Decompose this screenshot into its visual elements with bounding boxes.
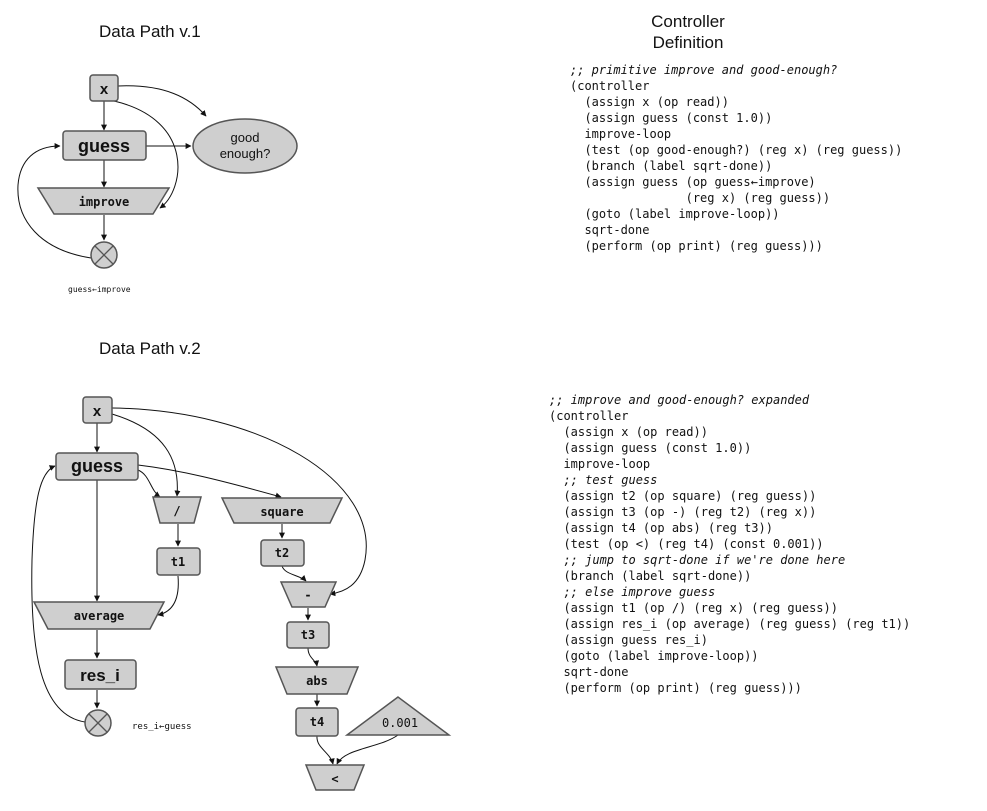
v1-x-label: x xyxy=(100,81,109,98)
code-line: sqrt-done xyxy=(549,665,629,679)
edge2-const-lt xyxy=(336,734,399,765)
code-line: (assign guess (op guess←improve) xyxy=(570,175,816,189)
code-line: (assign guess (const 1.0)) xyxy=(549,441,752,455)
v2-t4-label: t4 xyxy=(310,715,324,729)
v2-minus-operation xyxy=(279,581,338,608)
edge-assign-guess xyxy=(17,143,92,259)
code-comment-line: ;; jump to sqrt-done if we're done here xyxy=(549,553,846,567)
v2-resi-register xyxy=(64,659,137,690)
v2-divide-label: / xyxy=(173,504,180,518)
v2-t1-register xyxy=(156,547,201,576)
code-line: (reg x) (reg guess)) xyxy=(570,191,831,205)
edge2-guess-square xyxy=(137,464,282,499)
v2-average-label: average xyxy=(74,609,125,623)
code-line: (assign t2 (op square) (reg guess)) xyxy=(549,489,817,503)
v1-assign-button-icon xyxy=(90,241,118,269)
v2-abs-label: abs xyxy=(306,674,328,688)
code-line: (assign x (op read)) xyxy=(570,95,729,109)
code-line: sqrt-done xyxy=(570,223,650,237)
v1-good-enough-test xyxy=(192,118,298,174)
v2-lt-test xyxy=(304,764,366,791)
v2-title: Data Path v.2 xyxy=(99,339,201,358)
v2-t3-label: t3 xyxy=(301,628,315,642)
code-line: (test (op <) (reg t4) (const 0.001)) xyxy=(549,537,824,551)
v2-lt-label: < xyxy=(331,772,338,786)
edge2-x-divide xyxy=(111,413,181,497)
v2-guess-label: guess xyxy=(71,456,123,476)
v2-t2-register xyxy=(260,539,305,567)
code-line: (controller xyxy=(549,409,629,423)
edge-x-goodenough xyxy=(117,85,207,117)
v2-x-register xyxy=(82,396,113,424)
code-line: (goto (label improve-loop)) xyxy=(549,649,759,663)
v2-t2-label: t2 xyxy=(275,546,289,560)
v1-guess-register xyxy=(62,130,147,161)
code-comment-line: ;; test guess xyxy=(549,473,658,487)
v1-guess-label: guess xyxy=(78,136,130,156)
code-comment-line: ;; primitive improve and good-enough? xyxy=(570,63,838,77)
v2-minus-label: - xyxy=(304,588,311,602)
v1-nodes: x guess good enough? improve guess←impro… xyxy=(36,74,298,294)
edge2-t1-average xyxy=(157,575,179,617)
code-line: (test (op good-enough?) (reg x) (reg gue… xyxy=(570,143,903,157)
code-line: improve-loop xyxy=(549,457,651,471)
code-line: (perform (op print) (reg guess))) xyxy=(570,239,823,253)
v2-assign-label: res_i←guess xyxy=(132,722,192,732)
v2-square-operation xyxy=(220,497,344,524)
v1-title: Data Path v.1 xyxy=(99,22,201,41)
code-line: (assign guess (const 1.0)) xyxy=(570,111,773,125)
data-path-v2 xyxy=(31,407,399,765)
v2-abs-operation xyxy=(274,666,360,695)
code-comment-line: ;; else improve guess xyxy=(549,585,716,599)
v2-nodes: x guess / t1 average res_i res_i←guess s… xyxy=(32,396,452,791)
edge2-t4-lt xyxy=(316,735,335,765)
controller-code-v1: ;; primitive improve and good-enough? (co… xyxy=(570,62,902,254)
v2-t4-register xyxy=(295,707,339,737)
v2-average-operation xyxy=(32,601,166,630)
code-line: (goto (label improve-loop)) xyxy=(570,207,780,221)
v2-t1-label: t1 xyxy=(171,555,185,569)
code-comment-line: ;; improve and good-enough? expanded xyxy=(549,393,810,407)
code-line: (assign guess res_i) xyxy=(549,633,708,647)
edge2-t3-abs xyxy=(307,647,320,667)
code-line: (controller xyxy=(570,79,650,93)
code-line: (branch (label sqrt-done)) xyxy=(549,569,752,583)
code-line: (assign t1 (op /) (reg x) (reg guess)) xyxy=(549,601,838,615)
edge2-guess-divide xyxy=(137,469,161,498)
v1-good-enough-line1: good xyxy=(231,130,260,145)
v2-x-label: x xyxy=(93,403,102,420)
edge2-t2-minus xyxy=(281,565,307,582)
code-line: (assign t3 (op -) (reg t2) (reg x)) xyxy=(549,505,817,519)
v2-t3-register xyxy=(286,621,330,649)
v1-improve-operation xyxy=(36,187,171,215)
v1-x-register xyxy=(89,74,119,102)
v1-improve-label: improve xyxy=(79,195,130,209)
code-line: (assign x (op read)) xyxy=(549,425,708,439)
v2-guess-register xyxy=(55,452,139,481)
code-line: (branch (label sqrt-done)) xyxy=(570,159,773,173)
code-line: improve-loop xyxy=(570,127,672,141)
code-line: (assign t4 (op abs) (reg t3)) xyxy=(549,521,773,535)
v2-assign-button-icon xyxy=(84,709,112,737)
edge2-assign-guess xyxy=(31,465,86,723)
v2-constant-label: 0.001 xyxy=(382,716,418,730)
v2-divide-operation xyxy=(152,496,202,524)
controller-title: Controller Definition xyxy=(628,11,748,53)
v2-resi-label: res_i xyxy=(80,666,120,685)
edge-x-improve xyxy=(113,100,179,209)
code-line: (perform (op print) (reg guess))) xyxy=(549,681,802,695)
v2-constant-triangle xyxy=(344,696,452,736)
controller-title-line1: Controller xyxy=(651,12,725,31)
controller-title-line2: Definition xyxy=(652,33,724,52)
controller-code-v2: ;; improve and good-enough? expanded (con… xyxy=(549,392,910,696)
v1-good-enough-line2: enough? xyxy=(220,146,271,161)
code-line: (assign res_i (op average) (reg guess) (… xyxy=(549,617,911,631)
v2-square-label: square xyxy=(260,505,303,519)
data-path-v1 xyxy=(17,85,207,259)
edge2-x-minus xyxy=(111,407,367,597)
v1-assign-label: guess←improve xyxy=(68,285,131,294)
